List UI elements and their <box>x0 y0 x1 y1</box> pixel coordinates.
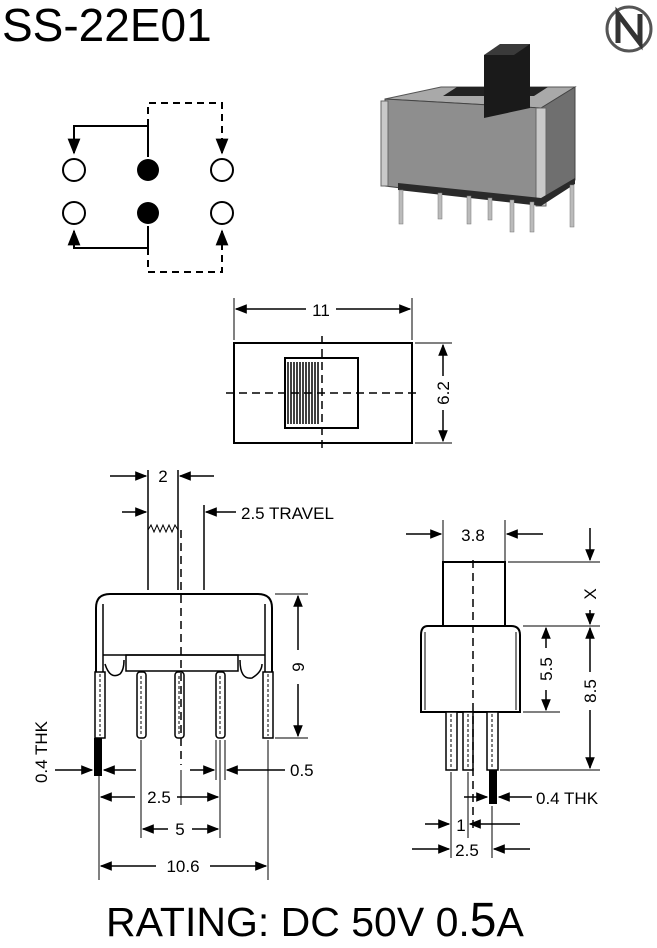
front-pitch-label: 2.5 <box>147 788 171 807</box>
top-view-height-label: 6.2 <box>434 381 453 405</box>
side-slider-width-label: 3.8 <box>461 526 485 545</box>
rating-prefix: RATING: DC 50V 0. <box>106 899 470 945</box>
side-h2-label: 8.5 <box>581 679 600 703</box>
terminal-2 <box>210 158 234 182</box>
side-view: 3.8 X 5.5 <box>406 520 600 860</box>
side-pitch-label: 2.5 <box>455 841 479 860</box>
brand-logo <box>605 5 653 53</box>
front-slider-width-label: 2 <box>158 467 167 486</box>
terminal-common-2 <box>137 202 159 224</box>
side-h1-label: 5.5 <box>537 657 556 681</box>
rating-text: RATING: DC 50V 0.5A <box>106 893 524 948</box>
side-x-label: X <box>581 588 600 599</box>
top-view-width-label: 11 <box>312 301 330 320</box>
rating-suffix: A <box>496 899 524 945</box>
terminal-3 <box>62 201 86 225</box>
front-thk-label: 0.4 THK <box>32 720 51 783</box>
front-pin-width-label: 0.5 <box>290 761 314 780</box>
front-overall-label: 10.6 <box>166 857 199 876</box>
rating-big-digit: 5 <box>469 894 497 947</box>
front-pitch2-label: 5 <box>175 820 184 839</box>
front-view: 2 2.5 TRAVEL <box>32 467 334 880</box>
switching-schematic <box>62 102 234 273</box>
terminal-4 <box>210 201 234 225</box>
top-view: 11 6.2 <box>226 298 453 452</box>
front-height-label: 9 <box>289 662 308 671</box>
front-travel-label: 2.5 TRAVEL <box>241 504 334 523</box>
side-pin-label: 1 <box>456 816 465 835</box>
side-thk-label: 0.4 THK <box>536 789 599 808</box>
terminal-common-1 <box>137 159 159 181</box>
switch-3d-illustration <box>380 44 577 233</box>
part-number-title: SS-22E01 <box>2 0 212 51</box>
terminal-1 <box>62 158 86 182</box>
